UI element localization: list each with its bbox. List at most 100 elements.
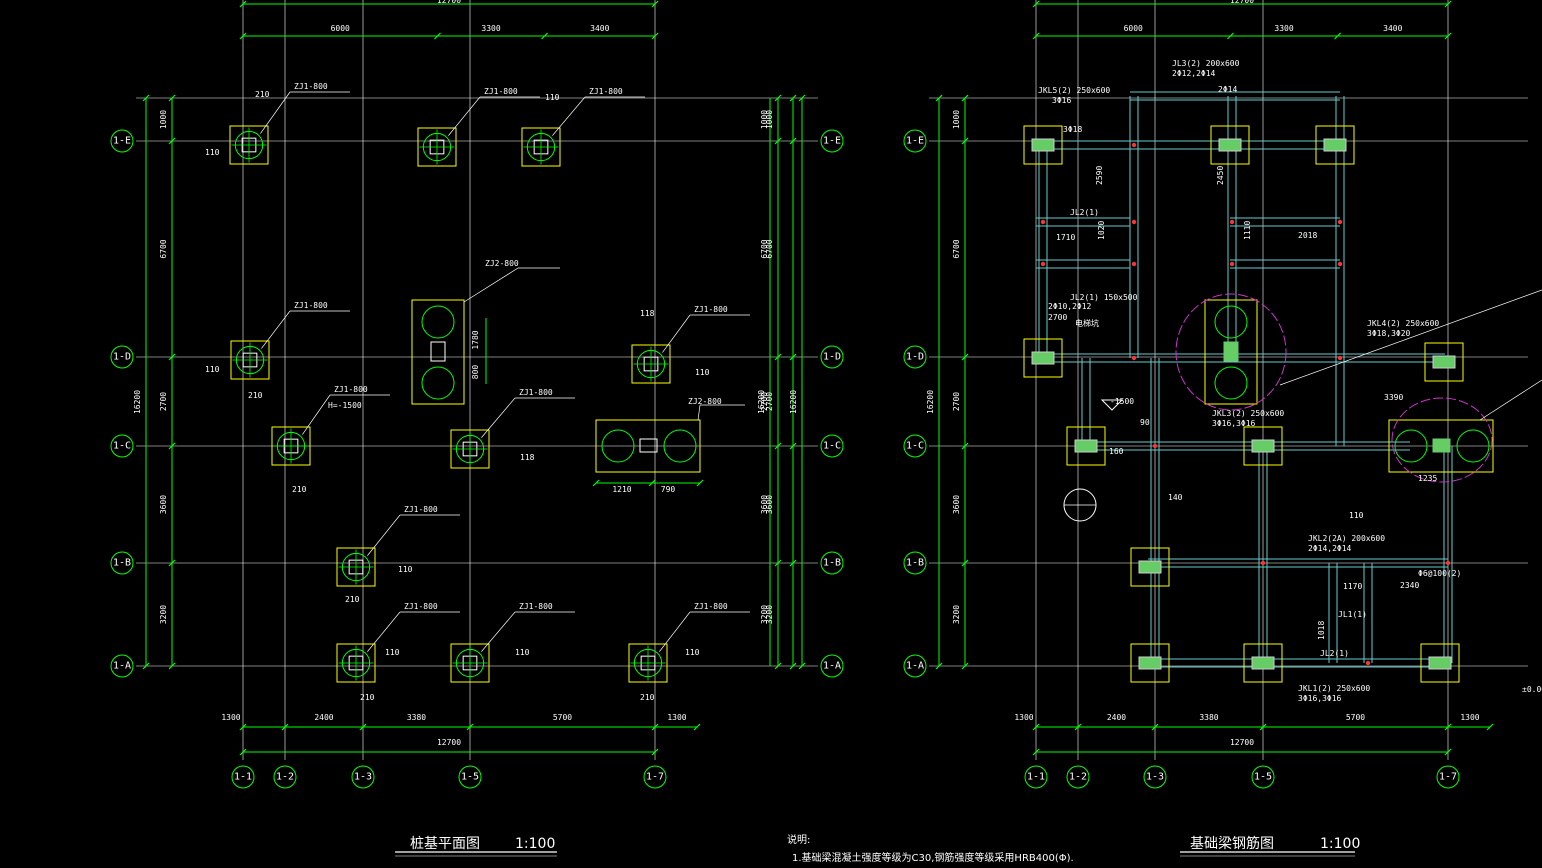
dim-tick <box>789 94 797 102</box>
pile-cap <box>230 340 270 380</box>
dim-text: 12700 <box>1230 738 1254 747</box>
rebar-dot <box>1131 261 1137 267</box>
axis-label-row: 1-E <box>113 136 131 147</box>
dim-tick <box>774 559 782 567</box>
leader-line <box>552 96 586 136</box>
pile-circle <box>1214 305 1248 339</box>
axis-bubble <box>110 434 134 458</box>
pile-column <box>1031 351 1055 365</box>
dim-text: 1020 <box>1097 221 1106 240</box>
leader-line <box>302 394 331 435</box>
dim-text: 3600 <box>952 495 961 514</box>
axis-label-row: 1-A <box>906 661 924 672</box>
axis-label-column: 1-7 <box>646 772 664 783</box>
foundation-beams <box>1036 91 1453 668</box>
dim-tick <box>651 0 659 8</box>
pile-cap <box>336 547 376 587</box>
axis-label-row: 1-A <box>823 661 841 672</box>
drawing-title: 桩基平面图 <box>410 835 480 852</box>
rebar-dot <box>1365 660 1371 666</box>
dim-text: 210 <box>360 693 375 702</box>
dim-text: 210 <box>345 595 360 604</box>
annotations <box>110 91 1542 857</box>
dim-text: 110 <box>385 648 400 657</box>
beam-label: 3Φ16 <box>1052 96 1071 105</box>
dim-tick <box>935 94 943 102</box>
leader-line <box>659 611 691 652</box>
dim-tick <box>281 723 289 731</box>
pile-column <box>1138 560 1162 574</box>
dim-text: 1018 <box>1317 621 1326 640</box>
axis-label-column: 1-7 <box>1439 772 1457 783</box>
beam-label: 3Φ18,3Φ20 <box>1367 329 1411 338</box>
dim-text: 1170 <box>1343 582 1362 591</box>
note-heading: 说明: <box>787 833 810 846</box>
axis-label-column: 1-5 <box>1254 772 1272 783</box>
dim-text: 3200 <box>952 605 961 624</box>
dim-text: 110 <box>205 148 220 157</box>
dim-tick <box>168 137 176 145</box>
dim-tick <box>239 723 247 731</box>
dim-tick <box>961 353 969 361</box>
dim-text: 5700 <box>1346 713 1365 722</box>
pile-label: ZJ1-800 <box>519 602 553 611</box>
beam-label: JL3(2) 200x600 <box>1172 59 1240 68</box>
leader-line <box>481 611 516 652</box>
dim-text: 210 <box>640 693 655 702</box>
beam-label: -1500 <box>1110 397 1134 406</box>
leader-line <box>448 96 481 136</box>
dim-text: 2700 <box>159 392 168 411</box>
dim-text: 6700 <box>159 239 168 258</box>
dim-tick <box>774 94 782 102</box>
beam-label: JKL4(2) 250x600 <box>1367 319 1439 328</box>
dim-text: 6700 <box>952 239 961 258</box>
dim-text: 210 <box>255 90 270 99</box>
dim-tick <box>239 32 247 40</box>
dim-text: 110 <box>398 565 413 574</box>
axis-bubble <box>820 434 844 458</box>
pile-column <box>1432 355 1456 369</box>
elevation-label: ±0.00 <box>1522 685 1542 694</box>
axis-label-column: 1-1 <box>1027 772 1045 783</box>
dim-tick <box>789 662 797 670</box>
axis-bubble <box>458 765 482 789</box>
dim-tick <box>1259 723 1267 731</box>
dim-text: 3200 <box>159 605 168 624</box>
axis-bubble <box>820 345 844 369</box>
pile-label: ZJ1-800 <box>404 602 438 611</box>
dim-text: 16200 <box>757 390 766 414</box>
dim-text: 12700 <box>437 738 461 747</box>
axis-label-column: 1-3 <box>1146 772 1164 783</box>
pile-cap <box>1130 643 1170 683</box>
axis-label-row: 1-B <box>906 558 924 569</box>
axis-bubble <box>643 765 667 789</box>
beam-label: 2340 <box>1400 581 1419 590</box>
dim-tick <box>168 94 176 102</box>
pile-column <box>1031 138 1055 152</box>
pile-column <box>1223 341 1239 362</box>
pile-column <box>1251 439 1275 453</box>
axis-bubble <box>110 345 134 369</box>
dim-tick <box>798 662 806 670</box>
beam-label: JL2(1) <box>1320 649 1349 658</box>
dim-tick <box>1151 723 1159 731</box>
dim-text: 118 <box>640 309 655 318</box>
axis-label-row: 1-D <box>906 352 924 363</box>
dim-text: 210 <box>248 391 263 400</box>
pile-cap-double <box>411 299 465 405</box>
rebar-dot <box>1337 219 1343 225</box>
note-line: 1.基础梁混凝土强度等级为C30,钢筋强度等级采用HRB400(Φ). <box>792 851 1074 864</box>
pile-label: ZJ2-800 <box>485 259 519 268</box>
beam-label: Φ6@100(2) <box>1418 569 1461 578</box>
dim-tick <box>142 94 150 102</box>
dim-text: 6000 <box>1124 24 1143 33</box>
rebar-dot <box>1337 355 1343 361</box>
dim-tick <box>466 723 474 731</box>
dim-text: 90 <box>1140 418 1150 427</box>
axis-label-row: 1-E <box>906 136 924 147</box>
dim-text: 6000 <box>331 24 350 33</box>
dim-text: 1000 <box>765 110 774 129</box>
beam-label: JKL2(2A) 200x600 <box>1308 534 1385 543</box>
dim-tick <box>774 662 782 670</box>
